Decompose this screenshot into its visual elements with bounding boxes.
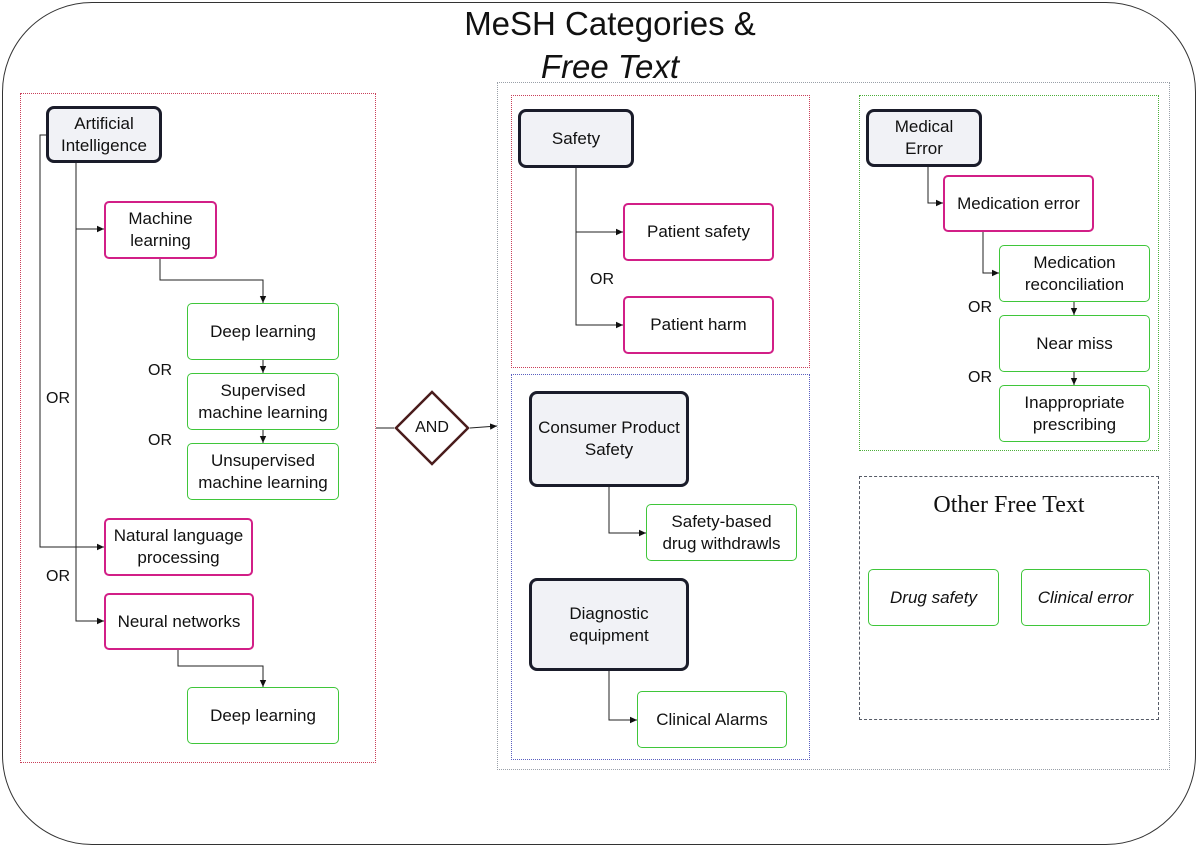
other-free-text-title: Other Free Text <box>933 492 1085 518</box>
node-medication-reconciliation[interactable]: Medication reconciliation <box>999 245 1150 302</box>
node-neural-networks[interactable]: Neural networks <box>104 593 254 650</box>
and-label: AND <box>415 419 449 436</box>
node-diagnostic-equipment[interactable]: Diagnostic equipment <box>529 578 689 671</box>
title-line-1: MeSH Categories & <box>464 5 756 42</box>
group-other-free-text <box>859 476 1159 720</box>
node-artificial-intelligence[interactable]: Artificial Intelligence <box>46 106 162 163</box>
node-patient-safety[interactable]: Patient safety <box>623 203 774 261</box>
node-nn-deep-learning[interactable]: Deep learning <box>187 687 339 744</box>
group-equipment <box>511 374 810 760</box>
node-safety-based-drug-withdrawls[interactable]: Safety-based drug withdrawls <box>646 504 797 561</box>
or-label: OR <box>148 362 172 379</box>
node-consumer-product-safety[interactable]: Consumer Product Safety <box>529 391 689 487</box>
or-label: OR <box>968 299 992 316</box>
group-medical-error <box>859 95 1159 451</box>
or-label: OR <box>590 271 614 288</box>
title-line-2: Free Text <box>540 48 680 85</box>
node-inappropriate-prescribing[interactable]: Inappropriate prescribing <box>999 385 1150 442</box>
or-label: OR <box>968 369 992 386</box>
node-machine-learning[interactable]: Machine learning <box>104 201 217 259</box>
node-supervised-machine-learning[interactable]: Supervised machine learning <box>187 373 339 430</box>
group-artificial-intelligence <box>20 93 376 763</box>
node-medical-error[interactable]: Medical Error <box>866 109 982 167</box>
free-text-clinical-error[interactable]: Clinical error <box>1021 569 1150 626</box>
free-text-drug-safety[interactable]: Drug safety <box>868 569 999 626</box>
group-outcome-terms <box>497 82 1170 770</box>
and-diamond: AND <box>394 390 470 466</box>
node-near-miss[interactable]: Near miss <box>999 315 1150 372</box>
or-label: OR <box>46 390 70 407</box>
node-deep-learning[interactable]: Deep learning <box>187 303 339 360</box>
diagram-title: MeSH Categories & Free Text <box>380 2 840 88</box>
node-unsupervised-machine-learning[interactable]: Unsupervised machine learning <box>187 443 339 500</box>
node-medication-error[interactable]: Medication error <box>943 175 1094 232</box>
node-clinical-alarms[interactable]: Clinical Alarms <box>637 691 787 748</box>
group-safety <box>511 95 810 368</box>
node-natural-language-processing[interactable]: Natural language processing <box>104 518 253 576</box>
or-label: OR <box>148 432 172 449</box>
or-label: OR <box>46 568 70 585</box>
node-safety[interactable]: Safety <box>518 109 634 168</box>
and-diamond-shape <box>394 390 470 466</box>
node-patient-harm[interactable]: Patient harm <box>623 296 774 354</box>
